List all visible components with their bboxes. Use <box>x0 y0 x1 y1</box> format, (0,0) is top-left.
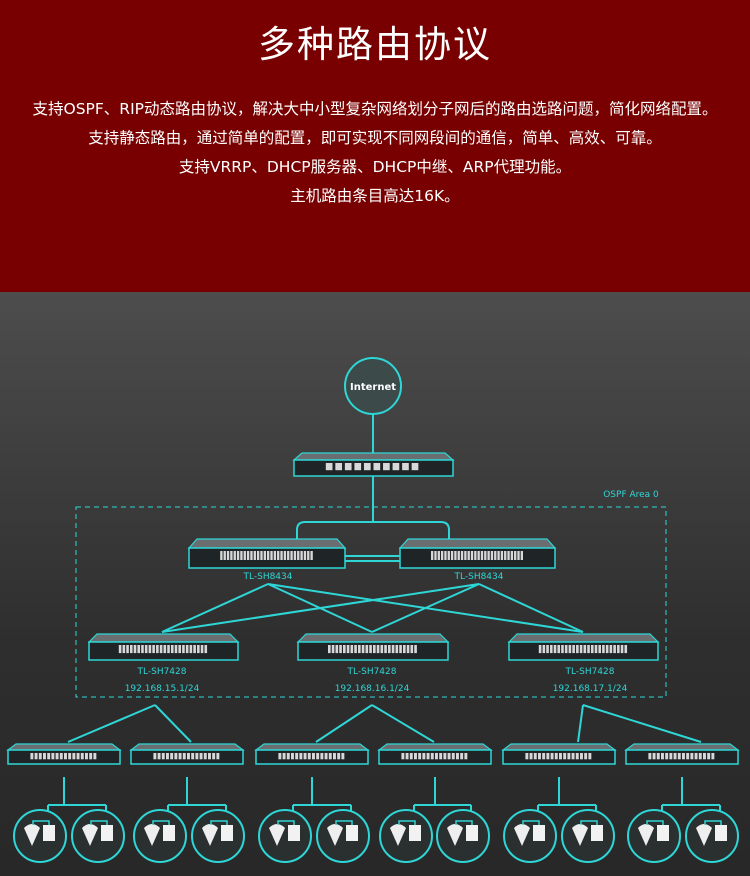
endpoint-ap-group <box>685 809 739 863</box>
wall-plate-icon <box>657 825 669 841</box>
ospf-area-label: OSPF Area 0 <box>603 490 659 500</box>
endpoint-ap-group <box>133 809 187 863</box>
access-switch <box>501 743 617 765</box>
access-point-icon <box>514 824 530 846</box>
core-switch <box>398 538 557 569</box>
endpoint-ap-group <box>379 809 433 863</box>
access-point-icon <box>82 824 98 846</box>
internet-cloud: Internet <box>344 357 402 415</box>
access-switch <box>6 743 122 765</box>
wall-plate-icon <box>591 825 603 841</box>
link-line <box>478 583 584 633</box>
feature-line: 支持VRRP、DHCP服务器、DHCP中继、ARP代理功能。 <box>178 158 572 176</box>
link-line <box>67 704 156 743</box>
dist-model-label: TL-SH7428 <box>565 667 615 677</box>
access-point-icon <box>447 824 463 846</box>
wall-plate-icon <box>409 825 421 841</box>
access-switch <box>624 743 740 765</box>
link-line <box>161 583 269 633</box>
link-line <box>296 521 450 540</box>
access-point-icon <box>572 824 588 846</box>
link-line <box>582 704 702 743</box>
endpoint-ap-group <box>316 809 370 863</box>
core-model-label: TL-SH8434 <box>454 572 504 582</box>
endpoint-ap-group <box>191 809 245 863</box>
wall-plate-icon <box>466 825 478 841</box>
header-banner: 多种路由协议 支持OSPF、RIP动态路由协议，解决大中小型复杂网络划分子网后的… <box>0 0 750 292</box>
endpoint-ap-group <box>627 809 681 863</box>
core-model-label: TL-SH8434 <box>243 572 293 582</box>
access-point-icon <box>144 824 160 846</box>
access-point-icon <box>696 824 712 846</box>
wall-plate-icon <box>43 825 55 841</box>
link-line <box>315 704 373 743</box>
access-point-icon <box>638 824 654 846</box>
endpoint-ap-group <box>71 809 125 863</box>
access-point-icon <box>269 824 285 846</box>
access-point-icon <box>327 824 343 846</box>
link-line <box>161 583 480 633</box>
endpoint-ap-group <box>13 809 67 863</box>
access-switch <box>377 743 493 765</box>
internet-label: Internet <box>350 382 396 393</box>
feature-list: 支持OSPF、RIP动态路由协议，解决大中小型复杂网络划分子网后的路由选路问题，… <box>0 95 750 211</box>
access-point-icon <box>202 824 218 846</box>
access-point-icon <box>390 824 406 846</box>
link-line <box>371 583 480 633</box>
wall-plate-icon <box>221 825 233 841</box>
distribution-switch <box>296 633 450 661</box>
distribution-switch <box>87 633 240 661</box>
endpoint-ap-group <box>258 809 312 863</box>
link-line <box>154 704 192 743</box>
feature-line: 支持OSPF、RIP动态路由协议，解决大中小型复杂网络划分子网后的路由选路问题，… <box>32 100 718 118</box>
link-line <box>577 704 584 743</box>
core-switch <box>187 538 347 569</box>
core-router <box>292 452 455 477</box>
wall-plate-icon <box>533 825 545 841</box>
access-switch <box>129 743 245 765</box>
endpoint-ap-group <box>561 809 615 863</box>
wall-plate-icon <box>715 825 727 841</box>
wall-plate-icon <box>163 825 175 841</box>
endpoint-ap-group <box>503 809 557 863</box>
dist-subnet-label: 192.168.17.1/24 <box>553 684 628 694</box>
link-line <box>371 704 435 743</box>
wall-plate-icon <box>346 825 358 841</box>
wall-plate-icon <box>288 825 300 841</box>
access-switch <box>254 743 370 765</box>
wall-plate-icon <box>101 825 113 841</box>
feature-line: 支持静态路由，通过简单的配置，即可实现不同网段间的通信，简单、高效、可靠。 <box>88 129 662 147</box>
distribution-switch <box>507 633 660 661</box>
ospf-area-box <box>75 506 667 698</box>
page-title: 多种路由协议 <box>258 23 492 66</box>
feature-line: 主机路由条目高达16K。 <box>290 187 460 205</box>
dist-subnet-label: 192.168.15.1/24 <box>125 684 200 694</box>
dist-model-label: TL-SH7428 <box>137 667 187 677</box>
endpoint-ap-group <box>436 809 490 863</box>
dist-model-label: TL-SH7428 <box>347 667 397 677</box>
access-point-icon <box>24 824 40 846</box>
dist-subnet-label: 192.168.16.1/24 <box>335 684 410 694</box>
